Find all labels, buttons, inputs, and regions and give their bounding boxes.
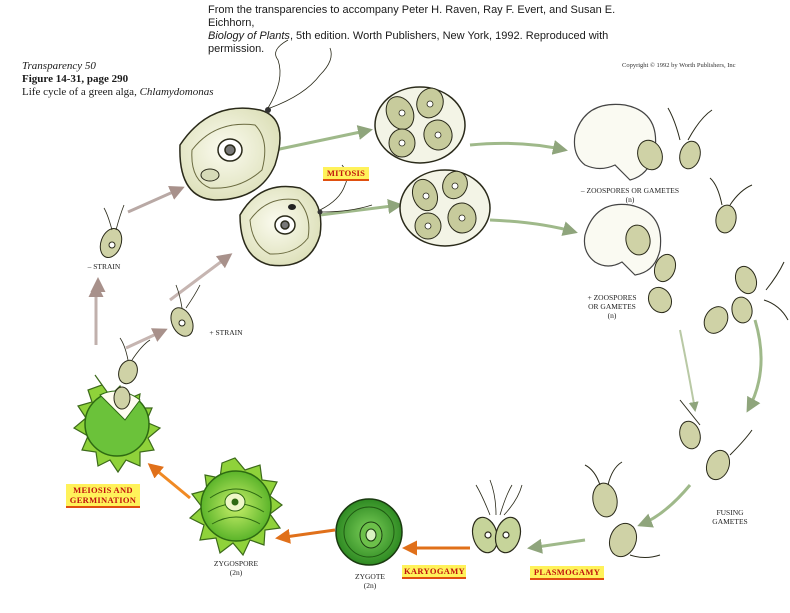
credit-line-2-rest: , 5th edition. Worth Publishers, New Yor… — [208, 30, 609, 55]
credit-text: From the transparencies to accompany Pet… — [208, 4, 628, 56]
large-cell-top — [179, 39, 332, 201]
arrows — [88, 125, 763, 556]
book-title: Biology of Plants — [208, 30, 290, 42]
meiosis-line-1: MEIOSIS AND — [73, 485, 133, 495]
meiosis-line-2: GERMINATION — [69, 495, 137, 505]
minus-zoospores-text: – ZOOSPORES OR GAMETES — [580, 186, 680, 195]
plus-zoospores-text-1: + ZOOSPORES — [587, 293, 637, 302]
fusing-gametes-label: FUSING GAMETES — [700, 508, 760, 526]
stage-mitosis: MITOSIS — [323, 167, 369, 181]
zygospore-text: ZYGOSPORE — [213, 559, 259, 568]
minus-zoospores-ploidy: (n) — [625, 195, 635, 204]
plus-strain-label: + STRAIN — [209, 328, 243, 337]
copyright-notice: Copyright © 1992 by Worth Publishers, In… — [622, 62, 736, 69]
arrow-to-fusing — [746, 319, 763, 413]
minus-strain-label: – STRAIN — [87, 262, 121, 271]
plus-strain-cell — [170, 284, 201, 337]
arrow-fusing-to-plasmogamy — [637, 484, 692, 528]
zoospores-plus — [625, 224, 677, 314]
plus-zoospores-text-2: OR GAMETES — [588, 302, 636, 311]
sporangium-bottom — [399, 169, 491, 247]
fusing-text-1: FUSING — [716, 508, 744, 517]
credit-line-2: Biology of Plants, 5th edition. Worth Pu… — [208, 30, 628, 56]
plus-zoospores-ploidy: (n) — [607, 311, 617, 320]
zygote-cell — [335, 498, 403, 566]
arrow-zygote-to-zygospore — [275, 528, 336, 544]
caption-prefix: Life cycle of a green alga, — [22, 86, 140, 98]
arrow-release-bottom — [489, 218, 578, 236]
plasmogamy-pair — [584, 461, 661, 558]
transparency-number: Transparency 50 — [22, 60, 96, 72]
plus-zoospores-label: + ZOOSPORES OR GAMETES (n) — [572, 293, 652, 320]
zygote-ploidy: (2n) — [363, 581, 377, 590]
sporangium-top — [374, 86, 466, 164]
arrow-zygospore-to-meiosis — [147, 463, 191, 500]
figure-number: Figure 14-31, page 290 — [22, 73, 129, 85]
minus-strain-cell — [99, 204, 125, 259]
arrow-release-top — [469, 140, 568, 155]
credit-line-1: From the transparencies to accompany Pet… — [208, 4, 616, 29]
arrow-germination-to-plus — [125, 328, 168, 350]
germinating-zygospore — [72, 337, 162, 474]
large-cell-middle — [239, 164, 373, 267]
stage-karyogamy: KARYOGAMY — [402, 565, 466, 579]
arrow-plus-strain-to-cell — [169, 253, 233, 302]
zygote-label: ZYGOTE (2n) — [340, 572, 400, 590]
fusing-text-2: GAMETES — [712, 517, 748, 526]
arrow-plasmogamy-to-karyogamy — [527, 538, 586, 554]
zoospores-minus — [637, 107, 753, 234]
minus-zoospores-label: – ZOOSPORES OR GAMETES (n) — [555, 186, 705, 204]
figure-header: Transparency 50 Figure 14-31, page 290 L… — [22, 60, 214, 99]
stage-meiosis-germination: MEIOSIS AND GERMINATION — [66, 484, 140, 508]
figure-caption: Life cycle of a green alga, Chlamydomona… — [22, 86, 214, 99]
arrow-cell-to-mitosis-bottom — [319, 199, 403, 217]
arrow-cell-to-mitosis-top — [274, 125, 373, 152]
zygospore-ploidy: (2n) — [229, 568, 243, 577]
caption-genus: Chlamydomonas — [139, 86, 214, 98]
arrow-minus-strain-to-cell — [127, 186, 185, 214]
fusing-gametes-right — [679, 261, 789, 481]
ruptured-wall-plus — [583, 203, 662, 276]
zygospore-cell — [188, 457, 283, 557]
stage-plasmogamy: PLASMOGAMY — [530, 566, 604, 580]
zygospore-label: ZYGOSPORE (2n) — [196, 559, 276, 577]
arrow-left-side-fuse — [679, 329, 699, 412]
zygote-text: ZYGOTE — [355, 572, 385, 581]
karyogamy-cell — [471, 479, 523, 554]
